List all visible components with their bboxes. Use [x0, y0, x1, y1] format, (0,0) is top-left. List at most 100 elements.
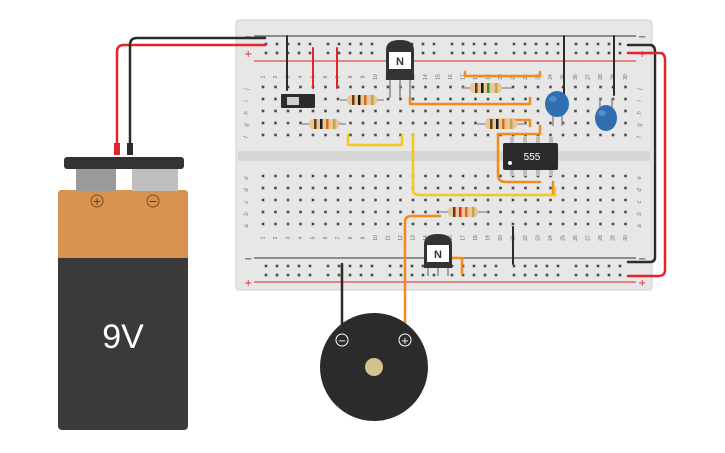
terminal-hole[interactable]: [524, 121, 527, 125]
terminal-hole[interactable]: [274, 109, 277, 113]
terminal-hole[interactable]: [536, 210, 540, 214]
terminal-hole[interactable]: [436, 198, 440, 202]
terminal-hole[interactable]: [274, 85, 277, 89]
terminal-hole[interactable]: [349, 109, 352, 113]
terminal-hole[interactable]: [386, 198, 390, 202]
wire-orange-bottom[interactable]: [448, 256, 464, 276]
terminal-hole[interactable]: [461, 85, 465, 89]
rail-hole[interactable]: [607, 264, 611, 268]
terminal-hole[interactable]: [524, 210, 527, 214]
rail-hole[interactable]: [337, 264, 341, 268]
resistor-icon[interactable]: [477, 119, 527, 129]
terminal-hole[interactable]: [324, 97, 327, 101]
terminal-hole[interactable]: [586, 85, 590, 89]
rail-hole[interactable]: [337, 42, 341, 46]
rail-hole[interactable]: [461, 51, 465, 55]
rail-hole[interactable]: [512, 264, 516, 268]
rail-hole[interactable]: [275, 273, 279, 277]
terminal-hole[interactable]: [611, 133, 615, 137]
terminal-hole[interactable]: [399, 186, 402, 190]
terminal-hole[interactable]: [424, 85, 427, 89]
terminal-hole[interactable]: [499, 198, 502, 202]
terminal-hole[interactable]: [349, 85, 352, 89]
terminal-hole[interactable]: [324, 198, 327, 202]
terminal-hole[interactable]: [499, 97, 502, 101]
rail-hole[interactable]: [337, 273, 341, 277]
rail-hole[interactable]: [370, 273, 374, 277]
rail-hole[interactable]: [618, 42, 622, 46]
rail-hole[interactable]: [264, 264, 268, 268]
terminal-hole[interactable]: [549, 133, 552, 137]
rail-hole[interactable]: [545, 264, 549, 268]
terminal-hole[interactable]: [374, 85, 377, 89]
terminal-hole[interactable]: [511, 198, 515, 202]
terminal-hole[interactable]: [286, 121, 290, 125]
terminal-hole[interactable]: [574, 109, 577, 113]
terminal-hole[interactable]: [399, 109, 402, 113]
rail-hole[interactable]: [512, 42, 516, 46]
terminal-hole[interactable]: [549, 210, 552, 214]
terminal-hole[interactable]: [461, 121, 465, 125]
wire-right-plus[interactable]: [626, 51, 667, 278]
terminal-hole[interactable]: [386, 133, 390, 137]
terminal-hole[interactable]: [449, 222, 452, 226]
rail-hole[interactable]: [421, 51, 425, 55]
terminal-hole[interactable]: [624, 198, 627, 202]
terminal-hole[interactable]: [611, 198, 615, 202]
terminal-hole[interactable]: [261, 109, 265, 113]
rail-hole[interactable]: [472, 264, 476, 268]
rail-hole[interactable]: [494, 42, 498, 46]
rail-hole[interactable]: [472, 42, 476, 46]
rail-hole[interactable]: [534, 42, 538, 46]
terminal-hole[interactable]: [261, 133, 265, 137]
terminal-hole[interactable]: [399, 198, 402, 202]
rail-hole[interactable]: [308, 42, 312, 46]
terminal-hole[interactable]: [274, 121, 277, 125]
terminal-hole[interactable]: [449, 121, 452, 125]
terminal-hole[interactable]: [474, 198, 477, 202]
rail-hole[interactable]: [388, 264, 392, 268]
terminal-hole[interactable]: [286, 133, 290, 137]
terminal-hole[interactable]: [311, 109, 315, 113]
terminal-hole[interactable]: [399, 174, 402, 178]
terminal-hole[interactable]: [436, 97, 440, 101]
rail-hole[interactable]: [494, 51, 498, 55]
terminal-hole[interactable]: [324, 133, 327, 137]
terminal-hole[interactable]: [549, 121, 552, 125]
rail-hole[interactable]: [523, 273, 527, 277]
terminal-hole[interactable]: [274, 210, 277, 214]
rail-hole[interactable]: [275, 264, 279, 268]
terminal-hole[interactable]: [461, 109, 465, 113]
capacitor-icon[interactable]: [545, 91, 569, 126]
terminal-hole[interactable]: [336, 210, 340, 214]
rail-hole[interactable]: [472, 51, 476, 55]
wire-yellow-long[interactable]: [411, 133, 557, 197]
rail-hole[interactable]: [275, 51, 279, 55]
rail-hole[interactable]: [534, 273, 538, 277]
rail-hole[interactable]: [264, 42, 268, 46]
terminal-hole[interactable]: [486, 198, 490, 202]
terminal-hole[interactable]: [349, 186, 352, 190]
wire-right-minus[interactable]: [626, 43, 657, 264]
terminal-hole[interactable]: [324, 85, 327, 89]
npn-transistor-icon[interactable]: N: [386, 40, 414, 98]
terminal-hole[interactable]: [486, 222, 490, 226]
terminal-hole[interactable]: [474, 133, 477, 137]
terminal-hole[interactable]: [524, 97, 527, 101]
terminal-hole[interactable]: [349, 198, 352, 202]
rail-hole[interactable]: [483, 42, 487, 46]
terminal-hole[interactable]: [286, 222, 290, 226]
rail-hole[interactable]: [607, 51, 611, 55]
terminal-hole[interactable]: [511, 97, 515, 101]
terminal-hole[interactable]: [449, 174, 452, 178]
terminal-hole[interactable]: [336, 109, 340, 113]
terminal-hole[interactable]: [474, 186, 477, 190]
rail-hole[interactable]: [545, 51, 549, 55]
terminal-hole[interactable]: [624, 186, 627, 190]
rail-hole[interactable]: [483, 51, 487, 55]
rail-hole[interactable]: [410, 273, 414, 277]
terminal-hole[interactable]: [549, 222, 552, 226]
rail-hole[interactable]: [275, 42, 279, 46]
rail-hole[interactable]: [432, 51, 436, 55]
rail-hole[interactable]: [399, 264, 403, 268]
